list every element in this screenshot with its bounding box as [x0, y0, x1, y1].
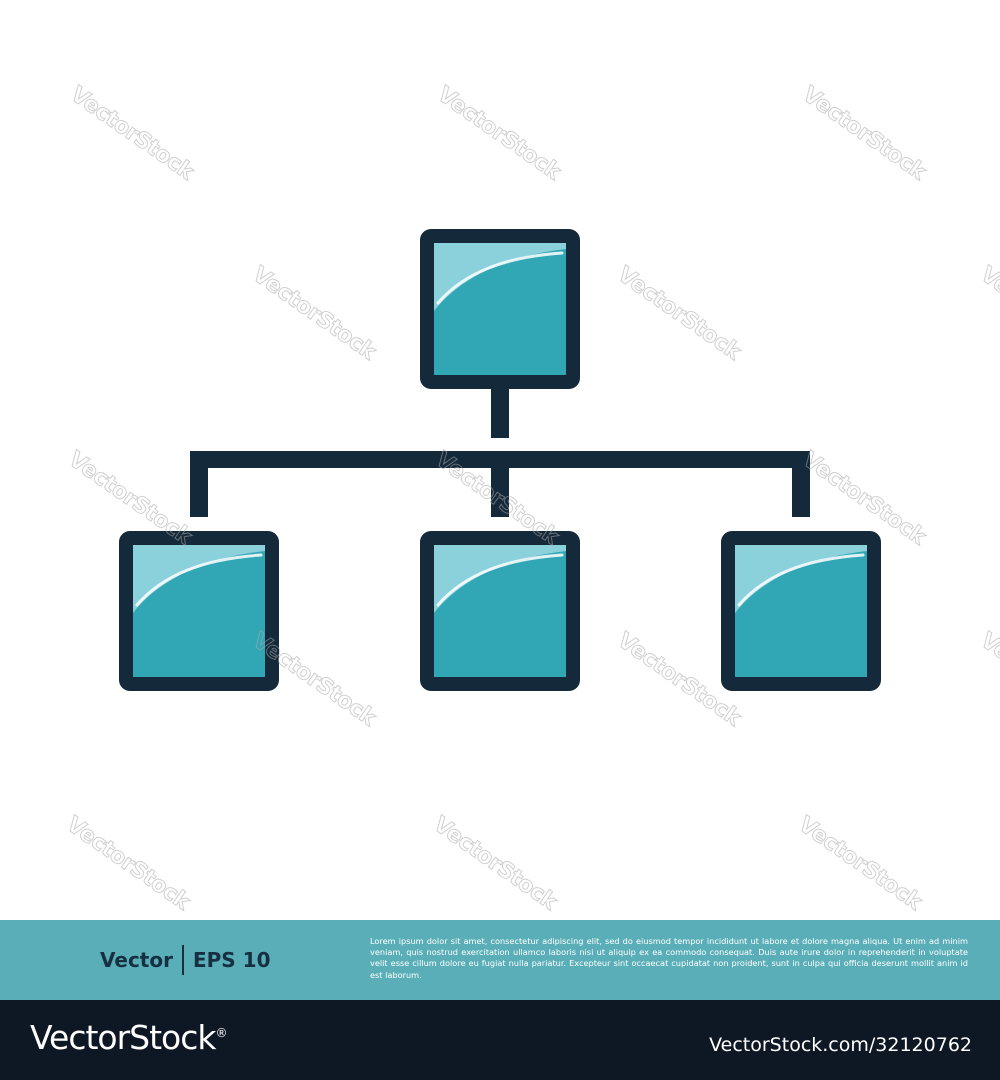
registered-mark: ®	[215, 1026, 228, 1040]
format-label: Vector EPS 10	[100, 944, 271, 976]
format-secondary: EPS 10	[192, 948, 271, 972]
right-node-box	[721, 531, 881, 691]
connector-lines	[190, 384, 810, 517]
image-id: VectorStock.com/32120762	[709, 1034, 972, 1056]
brand-logo: VectorStock®	[30, 1018, 228, 1057]
format-primary: Vector	[100, 948, 173, 972]
brand-name: VectorStock	[30, 1018, 216, 1057]
right-drop	[792, 451, 810, 517]
top-node-box	[420, 229, 580, 389]
description-text: Lorem ipsum dolor sit amet, consectetur …	[370, 936, 968, 980]
left-node-box	[119, 531, 279, 691]
footer-bar: VectorStock® VectorStock.com/32120762	[0, 1000, 1000, 1080]
center-node-box	[420, 531, 580, 691]
hierarchy-icon	[119, 229, 881, 691]
center-drop	[491, 451, 509, 517]
info-band: Vector EPS 10 Lorem ipsum dolor sit amet…	[0, 920, 1000, 1000]
format-divider	[181, 945, 184, 975]
left-drop	[190, 451, 208, 517]
top-stem	[491, 384, 509, 438]
